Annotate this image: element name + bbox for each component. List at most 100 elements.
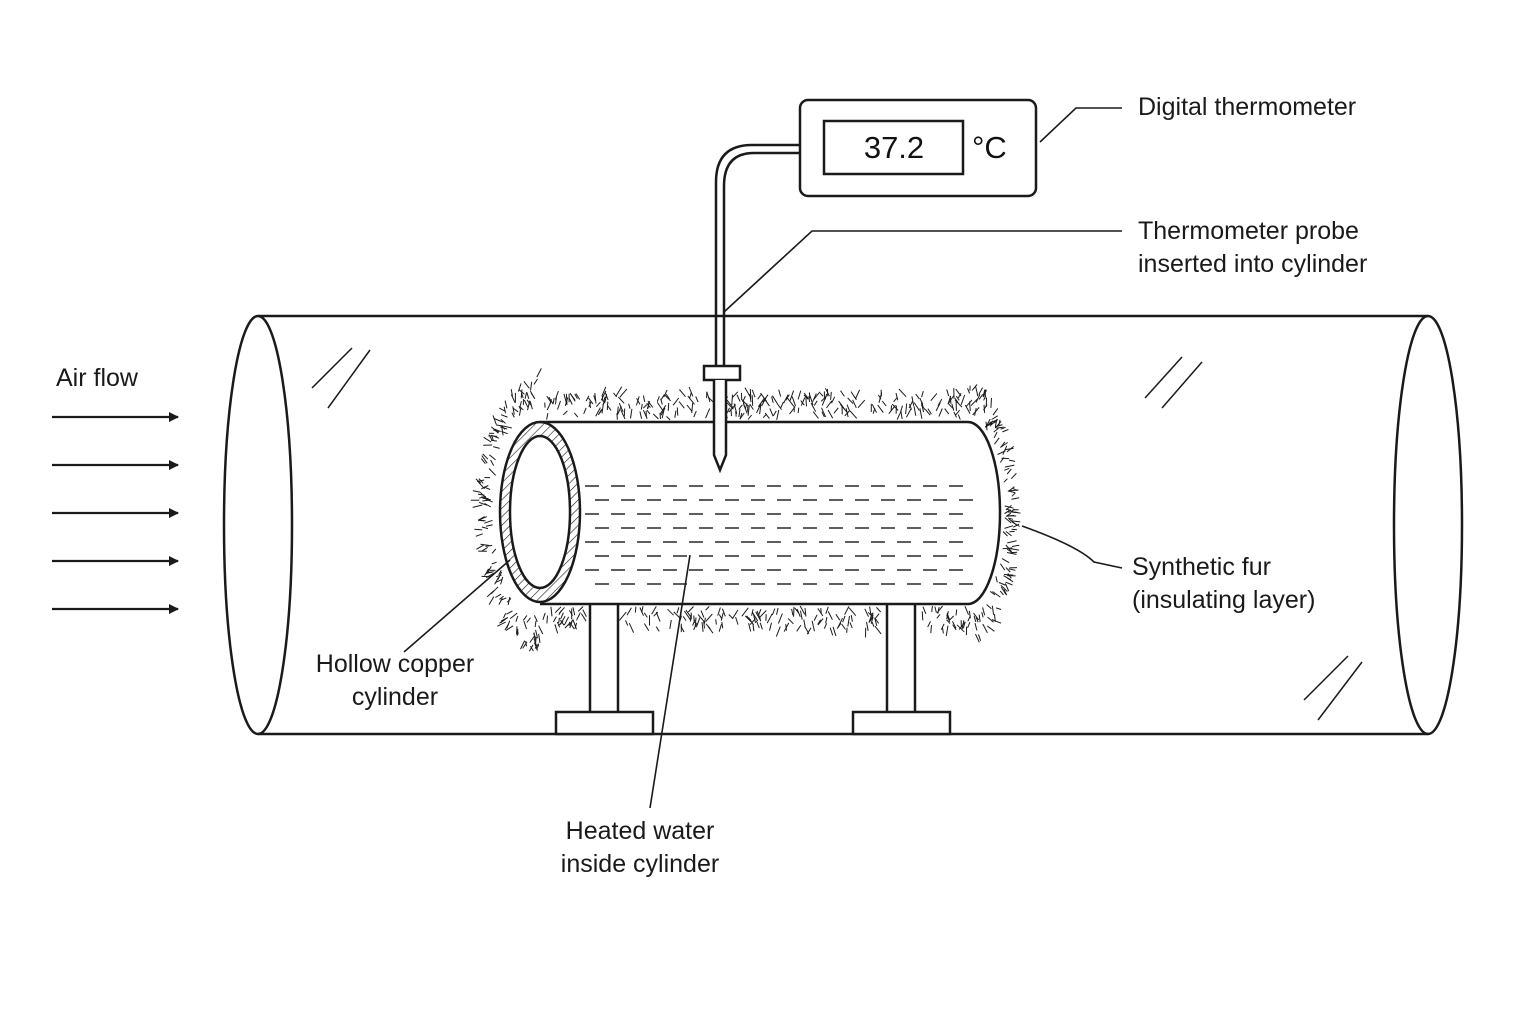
fur-hair <box>752 395 753 406</box>
fur-hair <box>558 401 561 410</box>
fur-hair <box>527 392 529 399</box>
fur-hair <box>776 627 780 637</box>
fur-hair <box>824 623 827 628</box>
fur-hair <box>631 409 632 419</box>
fur-hair <box>473 505 483 507</box>
fur-hair <box>831 392 832 400</box>
fur-hair <box>537 368 542 377</box>
fur-hair <box>527 618 531 623</box>
fur-hair <box>482 547 488 551</box>
fur-hair <box>897 414 900 420</box>
fur-hair <box>530 391 534 399</box>
fur-hair <box>765 413 769 419</box>
fur-hair <box>716 619 717 624</box>
fur-hair <box>688 396 695 404</box>
fur-hair <box>688 607 693 613</box>
fur-hair <box>777 608 779 615</box>
fur-hair <box>867 622 869 631</box>
fur-hair <box>773 411 776 416</box>
fur-hair <box>719 624 721 632</box>
fur-hair <box>813 412 818 419</box>
probe-cable-outer <box>716 145 800 368</box>
fur-hair <box>481 544 490 545</box>
fur-hair <box>798 391 801 400</box>
fur-hair <box>1010 549 1019 551</box>
fur-hair <box>643 405 647 409</box>
fur-hair <box>1011 498 1019 499</box>
fur-hair <box>830 628 833 636</box>
fur-hair <box>847 405 850 412</box>
air-flow-arrows <box>52 417 178 609</box>
fur-hair <box>1002 430 1008 432</box>
fur-hair <box>524 381 529 388</box>
fur-hair <box>696 397 698 403</box>
fur-hair <box>679 390 685 397</box>
left-support-base <box>556 712 653 734</box>
fur-hair <box>736 617 738 625</box>
fur-hair <box>1012 545 1019 546</box>
probe-collar <box>704 366 740 380</box>
fur-hair <box>916 394 920 399</box>
fur-hair <box>958 415 960 420</box>
fur-hair <box>729 615 733 619</box>
fur-hair <box>739 405 742 410</box>
fur-hair <box>1013 512 1020 513</box>
fur-hair <box>657 396 659 401</box>
fur-hair <box>504 407 505 414</box>
fur-hair <box>694 411 697 417</box>
fur-hair <box>850 622 852 628</box>
cylinder-body <box>540 422 1000 604</box>
fur-hair <box>670 620 672 629</box>
fur-hair <box>578 607 583 612</box>
fur-hair <box>906 404 907 414</box>
fur-hair <box>722 622 723 628</box>
fur-hair <box>961 395 965 405</box>
fur-hair <box>692 403 693 413</box>
fur-hair <box>987 605 992 609</box>
fur-hair <box>834 408 838 414</box>
fur-hair <box>511 394 515 402</box>
fur-leader <box>1022 526 1122 568</box>
fur-hair <box>673 398 679 405</box>
fur-hair <box>836 614 840 620</box>
fur-hair <box>644 613 647 618</box>
fur-hair <box>736 411 737 417</box>
fur-hair <box>965 606 969 615</box>
fur-hair <box>922 391 924 397</box>
fur-hair <box>938 399 942 406</box>
fur-hair <box>763 414 766 418</box>
fur-hair <box>956 609 957 615</box>
fur-hair <box>718 608 721 616</box>
fur-hair <box>899 389 906 397</box>
fur-hair <box>983 607 985 615</box>
fur-hair <box>694 616 695 623</box>
fur-hair <box>553 617 556 622</box>
fur-hair <box>690 393 692 399</box>
fur-hair <box>493 415 496 424</box>
fur-hair <box>563 411 567 415</box>
fur-hair <box>489 597 494 605</box>
fur-hair <box>687 405 692 411</box>
fur-hair <box>901 411 902 419</box>
fur-hair <box>583 610 587 617</box>
fur-hair <box>828 410 833 418</box>
fur-hair <box>814 615 817 621</box>
fur-hair <box>994 432 997 438</box>
fur-hair <box>873 408 875 414</box>
fur-hair <box>668 609 674 615</box>
fur-hair <box>539 626 543 634</box>
fur-hair <box>555 624 558 633</box>
fur-hair <box>491 440 497 441</box>
fur-hair <box>702 622 703 632</box>
fur-hair <box>629 404 631 409</box>
fur-hair <box>770 408 773 416</box>
fur-hair <box>974 616 976 622</box>
fur-hair <box>998 451 1006 455</box>
fur-hair <box>1011 473 1016 478</box>
fur-hair <box>640 411 642 418</box>
fur-hair <box>851 615 852 622</box>
fur-hair <box>809 396 810 402</box>
fur-hair <box>938 607 939 614</box>
fur-hair <box>853 400 857 408</box>
